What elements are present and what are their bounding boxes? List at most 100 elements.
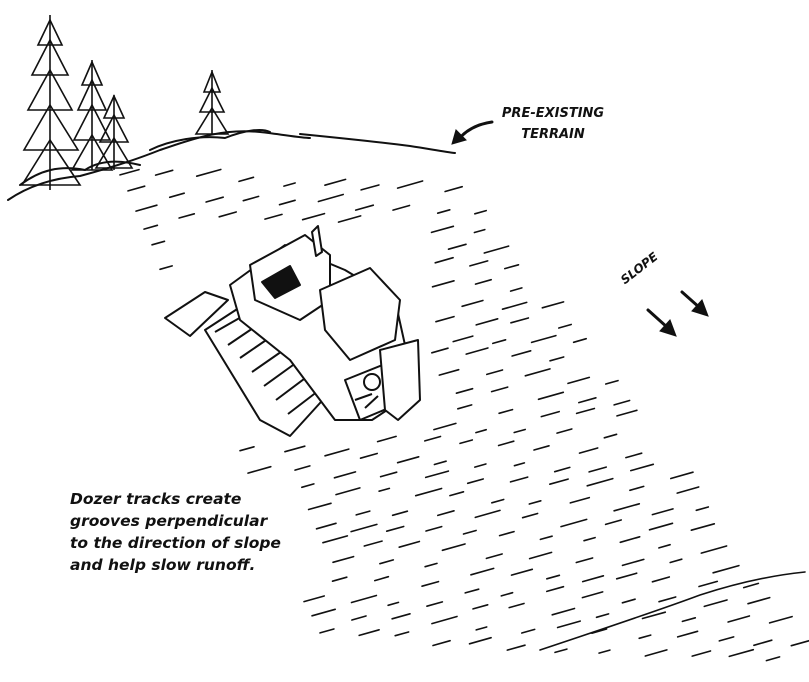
groove-stroke xyxy=(626,453,642,457)
groove-stroke xyxy=(540,536,552,539)
groove-stroke xyxy=(476,280,492,284)
groove-stroke xyxy=(395,632,408,636)
groove-stroke xyxy=(170,193,185,197)
bulldozer-icon xyxy=(165,226,420,436)
groove-stroke xyxy=(352,616,366,620)
groove-stroke xyxy=(766,657,779,661)
groove-stroke xyxy=(465,589,479,593)
groove-stroke xyxy=(439,370,458,375)
groove-stroke xyxy=(144,225,157,229)
groove-stroke xyxy=(339,216,361,222)
groove-stroke xyxy=(427,602,443,606)
terrain-label: PRE-EXISTING TERRAIN xyxy=(488,103,618,145)
groove-stroke xyxy=(555,467,570,471)
groove-stroke xyxy=(475,464,486,467)
groove-stroke xyxy=(559,325,571,329)
groove-stroke xyxy=(659,545,670,548)
groove-stroke xyxy=(312,609,335,616)
groove-stroke xyxy=(587,479,613,486)
groove-stroke xyxy=(541,412,559,417)
groove-stroke xyxy=(532,336,556,343)
groove-stroke xyxy=(432,226,454,232)
groove-stroke xyxy=(239,177,254,181)
groove-stroke xyxy=(219,212,236,217)
groove-stroke xyxy=(128,186,145,191)
groove-stroke xyxy=(432,617,457,624)
groove-stroke xyxy=(442,544,465,550)
graded-area-edge xyxy=(540,572,805,650)
tree-icon xyxy=(196,70,228,135)
groove-stroke xyxy=(318,195,343,202)
groove-stroke xyxy=(476,319,498,325)
groove-stroke xyxy=(754,640,772,645)
groove-stroke xyxy=(303,214,325,220)
caption-line3: to the direction of slope xyxy=(70,532,281,554)
groove-stroke xyxy=(433,641,450,646)
groove-stroke xyxy=(433,281,455,287)
groove-stroke xyxy=(487,370,503,374)
groove-stroke xyxy=(558,621,581,627)
groove-stroke xyxy=(691,524,714,530)
groove-stroke xyxy=(576,558,592,563)
groove-stroke xyxy=(530,552,552,558)
groove-stroke xyxy=(432,348,448,353)
groove-stroke xyxy=(284,183,295,186)
groove-stroke xyxy=(534,446,549,450)
groove-stroke xyxy=(468,479,484,483)
groove-stroke xyxy=(466,348,488,354)
caption-line1: Dozer tracks create xyxy=(70,488,281,510)
groove-stroke xyxy=(453,336,473,342)
groove-stroke xyxy=(378,436,397,441)
groove-stroke xyxy=(387,527,404,532)
groove-stroke xyxy=(500,532,514,536)
groove-stroke xyxy=(512,351,531,356)
groove-stroke xyxy=(422,582,439,587)
groove-stroke xyxy=(728,616,749,622)
groove-stroke xyxy=(356,205,374,210)
groove-stroke xyxy=(614,401,630,405)
groove-stroke xyxy=(550,479,568,484)
groove-stroke xyxy=(265,214,282,219)
terrain-label-line2: TERRAIN xyxy=(488,124,618,145)
groove-stroke xyxy=(426,527,442,531)
groove-stroke xyxy=(425,563,437,566)
groove-stroke xyxy=(652,577,669,582)
groove-stroke xyxy=(156,170,173,175)
groove-stroke xyxy=(197,170,221,177)
groove-stroke xyxy=(696,507,708,510)
groove-stroke xyxy=(552,609,574,615)
groove-stroke xyxy=(280,200,296,204)
groove-stroke xyxy=(152,241,165,245)
groove-stroke xyxy=(392,614,410,619)
groove-stroke xyxy=(511,288,522,291)
tree-icon xyxy=(96,95,132,170)
groove-stroke xyxy=(398,181,423,188)
groove-stroke xyxy=(670,559,682,562)
groove-stroke xyxy=(364,541,382,546)
groove-stroke xyxy=(351,524,377,531)
groove-stroke xyxy=(499,441,514,445)
groove-stroke xyxy=(471,568,494,574)
groove-stroke xyxy=(505,265,519,269)
groove-stroke xyxy=(643,612,666,618)
groove-stroke xyxy=(650,523,673,530)
groove-stroke xyxy=(393,511,408,515)
groove-stroke xyxy=(748,598,770,604)
groove-stroke xyxy=(399,542,419,548)
groove-stroke xyxy=(659,597,676,602)
groove-stroke xyxy=(475,211,486,214)
groove-stroke xyxy=(320,629,334,633)
groove-stroke xyxy=(325,449,349,456)
caption-line2: grooves perpendicular xyxy=(70,510,281,532)
groove-stroke xyxy=(464,531,477,535)
groove-stroke xyxy=(511,318,529,323)
groove-stroke xyxy=(449,244,467,249)
arrow-icon xyxy=(648,292,708,336)
groove-stroke xyxy=(470,261,488,266)
groove-stroke xyxy=(206,197,223,202)
groove-stroke xyxy=(692,651,710,656)
groove-stroke xyxy=(522,629,535,633)
groove-stroke xyxy=(470,638,492,644)
groove-stroke xyxy=(179,214,194,218)
